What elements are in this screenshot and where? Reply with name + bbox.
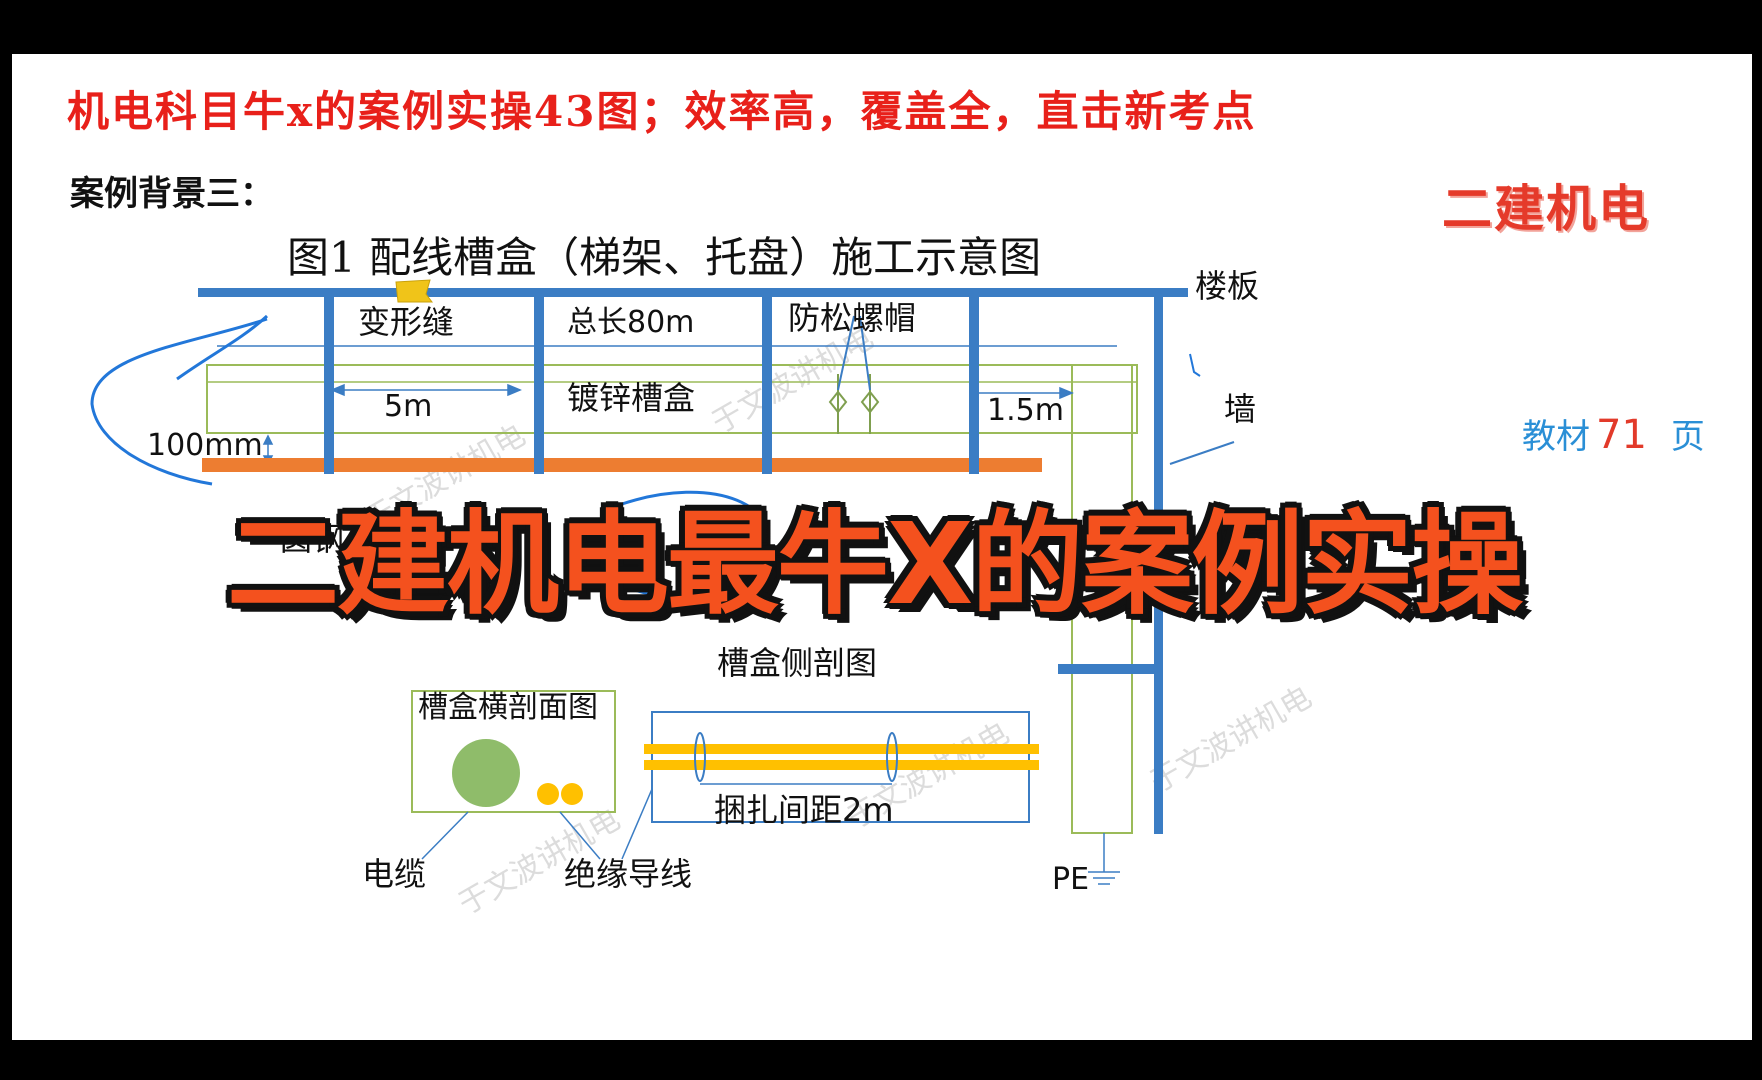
hand-annotation: [176, 314, 269, 381]
ground-symbol-icon: [1088, 871, 1120, 885]
label-wall: 墙: [1224, 390, 1256, 428]
label-cable: 电缆: [362, 855, 426, 893]
wall-bracket: [1058, 664, 1162, 674]
hangers: [324, 294, 979, 474]
label-cross-section: 槽盒横剖面图: [418, 690, 598, 725]
headline: 机电科目牛x的案例实操43图；效率高，覆盖全，直击新考点: [67, 87, 1257, 136]
watermark: 于文波讲机电: [706, 321, 879, 441]
vertical-tray: [1071, 364, 1133, 834]
label-pe: PE: [1052, 862, 1089, 897]
cross-section-box: [411, 690, 616, 813]
round-steel-bar: [202, 458, 1042, 472]
case-label: 案例背景三：: [70, 174, 274, 214]
label-round-steel: 圆钢: [280, 520, 344, 558]
label-galvanized-tray: 镀锌槽盒: [567, 379, 695, 417]
textbook-ref-page: 71: [1596, 412, 1647, 458]
hand-annotation: [610, 490, 770, 597]
label-binding-spacing: 捆扎间距2m: [714, 791, 894, 829]
watermark: 于文波讲机电: [1144, 680, 1317, 800]
tray-construction-diagram: 于文波讲机电 于文波讲机电 于文波讲机电 于文波讲机电 于文波讲机电: [90, 267, 1318, 922]
label-span-1-5m: 1.5m: [987, 393, 1064, 428]
textbook-ref-suffix: 页: [1670, 417, 1705, 457]
floor-slab: [198, 288, 1188, 297]
label-insulated-wire: 绝缘导线: [564, 855, 692, 893]
label-floor-slab: 楼板: [1195, 267, 1259, 305]
binding-tie: [694, 732, 706, 782]
label-side-section: 槽盒侧剖图: [717, 644, 877, 682]
dimension-lines: [217, 345, 1117, 466]
lock-nut-detail: [828, 315, 880, 434]
label-total-length: 总长80m: [567, 305, 694, 340]
cable-circle: [452, 739, 520, 807]
figure-title: 图1 配线槽盒（梯架、托盘）施工示意图: [287, 233, 1042, 282]
expansion-joint-flag: [395, 279, 433, 303]
brand-stamp: 二建机电: [1442, 179, 1650, 238]
textbook-ref-prefix: 教材: [1522, 417, 1590, 457]
hand-annotation: [1189, 353, 1201, 377]
cable-tray-body: [206, 364, 1138, 434]
slide: 于文波讲机电 于文波讲机电 于文波讲机电 于文波讲机电 于文波讲机电: [12, 54, 1752, 1040]
label-lock-nut: 防松螺帽: [788, 299, 916, 337]
hand-annotation: [90, 317, 268, 486]
label-expansion-joint: 变形缝: [358, 303, 454, 341]
binding-tie: [886, 732, 898, 782]
insulated-wire-upper: [644, 744, 1039, 754]
insulated-wire-circle: [561, 783, 583, 805]
wall-pointer: [1169, 441, 1235, 465]
label-clearance: 100mm: [147, 428, 263, 463]
overlay-banner: 二建机电最牛X的案例实操: [227, 500, 1523, 630]
insulated-wire-circle: [537, 783, 559, 805]
insulated-wire-lower: [644, 760, 1039, 770]
wall: [1154, 294, 1163, 834]
pointer-arrows: [421, 788, 653, 860]
label-span-5m: 5m: [384, 389, 432, 424]
